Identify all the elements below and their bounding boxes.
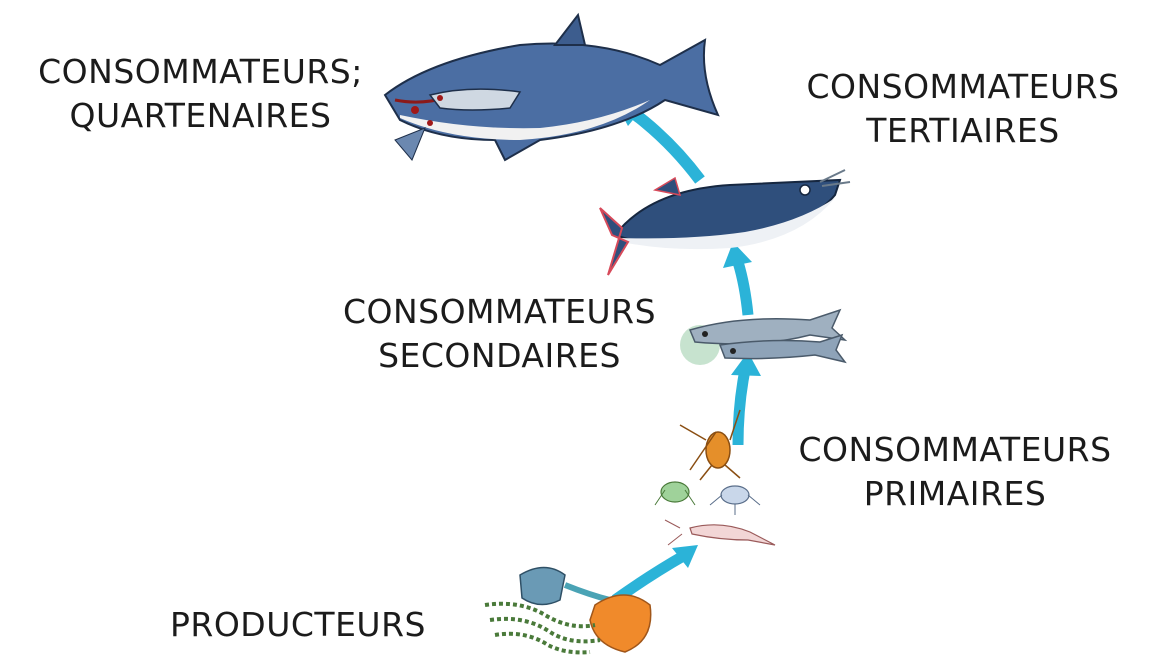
- label-primary-line1: CONSOMMATEURS: [770, 428, 1140, 472]
- small-fish-icon: [680, 310, 845, 365]
- label-tertiary-consumers: CONSOMMATEURS TERTIAIRES: [778, 65, 1148, 153]
- algae-icon: [485, 604, 600, 653]
- label-secondary-line2: SECONDAIRES: [312, 334, 687, 378]
- label-secondary-line1: CONSOMMATEURS: [312, 290, 687, 334]
- label-quaternary-line1: CONSOMMATEURS;: [8, 50, 393, 94]
- label-primary-consumers: CONSOMMATEURS PRIMAIRES: [770, 428, 1140, 516]
- label-primary-line2: PRIMAIRES: [770, 472, 1140, 516]
- label-tertiary-line1: CONSOMMATEURS: [778, 65, 1148, 109]
- label-producers: PRODUCTEURS: [170, 603, 470, 647]
- label-quaternary-line2: QUARTENAIRES: [8, 94, 393, 138]
- arrow-secondary-to-tertiary: [723, 242, 752, 315]
- arrow-producers-to-primary: [615, 545, 698, 600]
- arrow-primary-to-secondary: [731, 352, 761, 445]
- tuna-icon: [600, 170, 850, 275]
- label-secondary-consumers: CONSOMMATEURS SECONDAIRES: [312, 290, 687, 378]
- label-tertiary-line2: TERTIAIRES: [778, 109, 1148, 153]
- label-producers-line1: PRODUCTEURS: [170, 603, 470, 647]
- label-quaternary-consumers: CONSOMMATEURS; QUARTENAIRES: [8, 50, 393, 138]
- zooplankton-icon: [655, 410, 775, 545]
